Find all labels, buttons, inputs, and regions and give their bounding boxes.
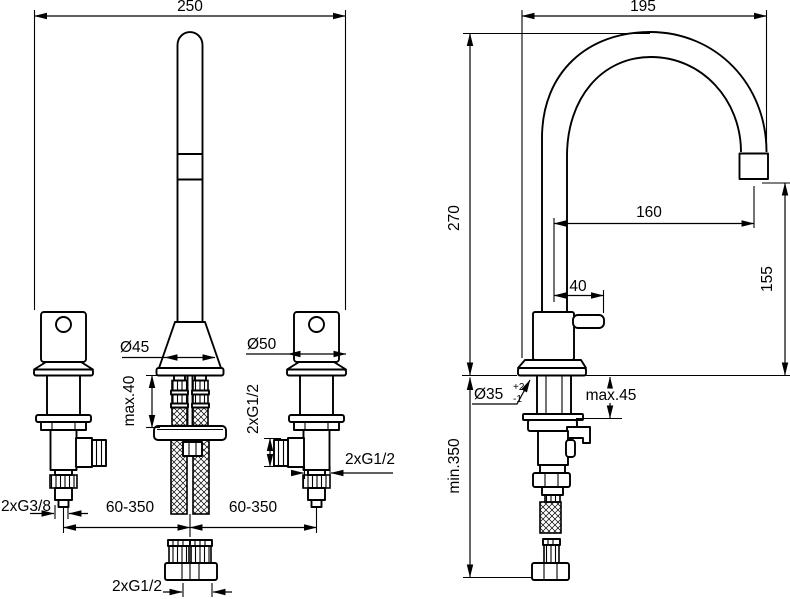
- mixer-body: [517, 311, 605, 377]
- dim-side-outlet-label: 2xG1/2: [245, 384, 262, 434]
- left-valve: [33, 311, 107, 508]
- dim-deck-max: max.40: [121, 374, 168, 429]
- dim-height-above-deck: 270: [443, 32, 650, 376]
- dim-hole-tol-minus: -1: [513, 394, 522, 405]
- dim-side-outlet-thread: 2xG1/2: [245, 384, 281, 468]
- dim-hose-range-right-label: 60-350: [229, 499, 278, 516]
- front-view: 250 Ø45 max.40 Ø50 2xG1/2: [1, 0, 395, 597]
- dim-spout-base-label: Ø45: [120, 339, 149, 356]
- dim-hose-ranges: 60-350 60-350: [62, 499, 318, 537]
- dim-bottom-thread: 2xG1/2: [112, 578, 232, 597]
- dim-valve-shank-label: 2xG1/2: [345, 451, 395, 468]
- dim-depth-overall-label: 195: [630, 0, 656, 15]
- dim-spout-base-dia: Ø45: [117, 336, 216, 361]
- spout-front-outline: [155, 31, 225, 377]
- dim-depth-overall: 195: [521, 0, 768, 358]
- dim-mounting-hole-label: Ø35: [474, 386, 503, 403]
- dim-hose-range-left-label: 60-350: [106, 499, 155, 516]
- dim-mounting-hole: Ø35 +2 -1: [472, 379, 531, 405]
- dim-clamp-max-label: max.45: [586, 387, 637, 404]
- mixer-underbody: [522, 374, 591, 581]
- dim-overall-width: 250: [33, 0, 347, 310]
- dim-spout-clearance-label: 155: [759, 266, 776, 292]
- dim-lever-length-label: 40: [569, 278, 587, 295]
- dim-bottom-thread-label: 2xG1/2: [112, 578, 162, 595]
- dim-hose-min-label: min.350: [446, 438, 463, 494]
- side-view: 195 270 min.350 160 155: [443, 0, 790, 581]
- dim-height-label: 270: [446, 205, 463, 231]
- spout-shanks: [170, 374, 210, 427]
- dim-inlet-thread-label: 2xG3/8: [1, 498, 51, 515]
- dim-hole-tol-plus: +2: [513, 382, 525, 393]
- dim-spout-reach-label: 160: [636, 204, 662, 221]
- dim-inlet-thread: 2xG3/8: [1, 498, 88, 519]
- spout-side-outline: [541, 31, 769, 312]
- dim-clamp-max: max.45: [576, 376, 639, 420]
- hose-end-connectors: [164, 539, 218, 581]
- deck-plate: [153, 425, 227, 441]
- lever-handle: [572, 314, 605, 329]
- supply-hoses: [170, 439, 210, 515]
- dim-spout-reach: 160: [553, 186, 755, 302]
- dim-spout-clearance: 155: [759, 182, 790, 376]
- dim-handle-base-dia: Ø50: [244, 333, 347, 358]
- dim-lever-length: 40: [553, 278, 605, 313]
- dim-hose-min: min.350: [443, 376, 531, 579]
- dim-valve-shank-thread: 2xG1/2: [291, 451, 395, 479]
- dim-handle-base-label: Ø50: [247, 336, 277, 353]
- dim-deck-max-label: max.40: [121, 375, 138, 426]
- right-valve: [273, 311, 347, 508]
- dim-overall-width-label: 250: [177, 0, 203, 15]
